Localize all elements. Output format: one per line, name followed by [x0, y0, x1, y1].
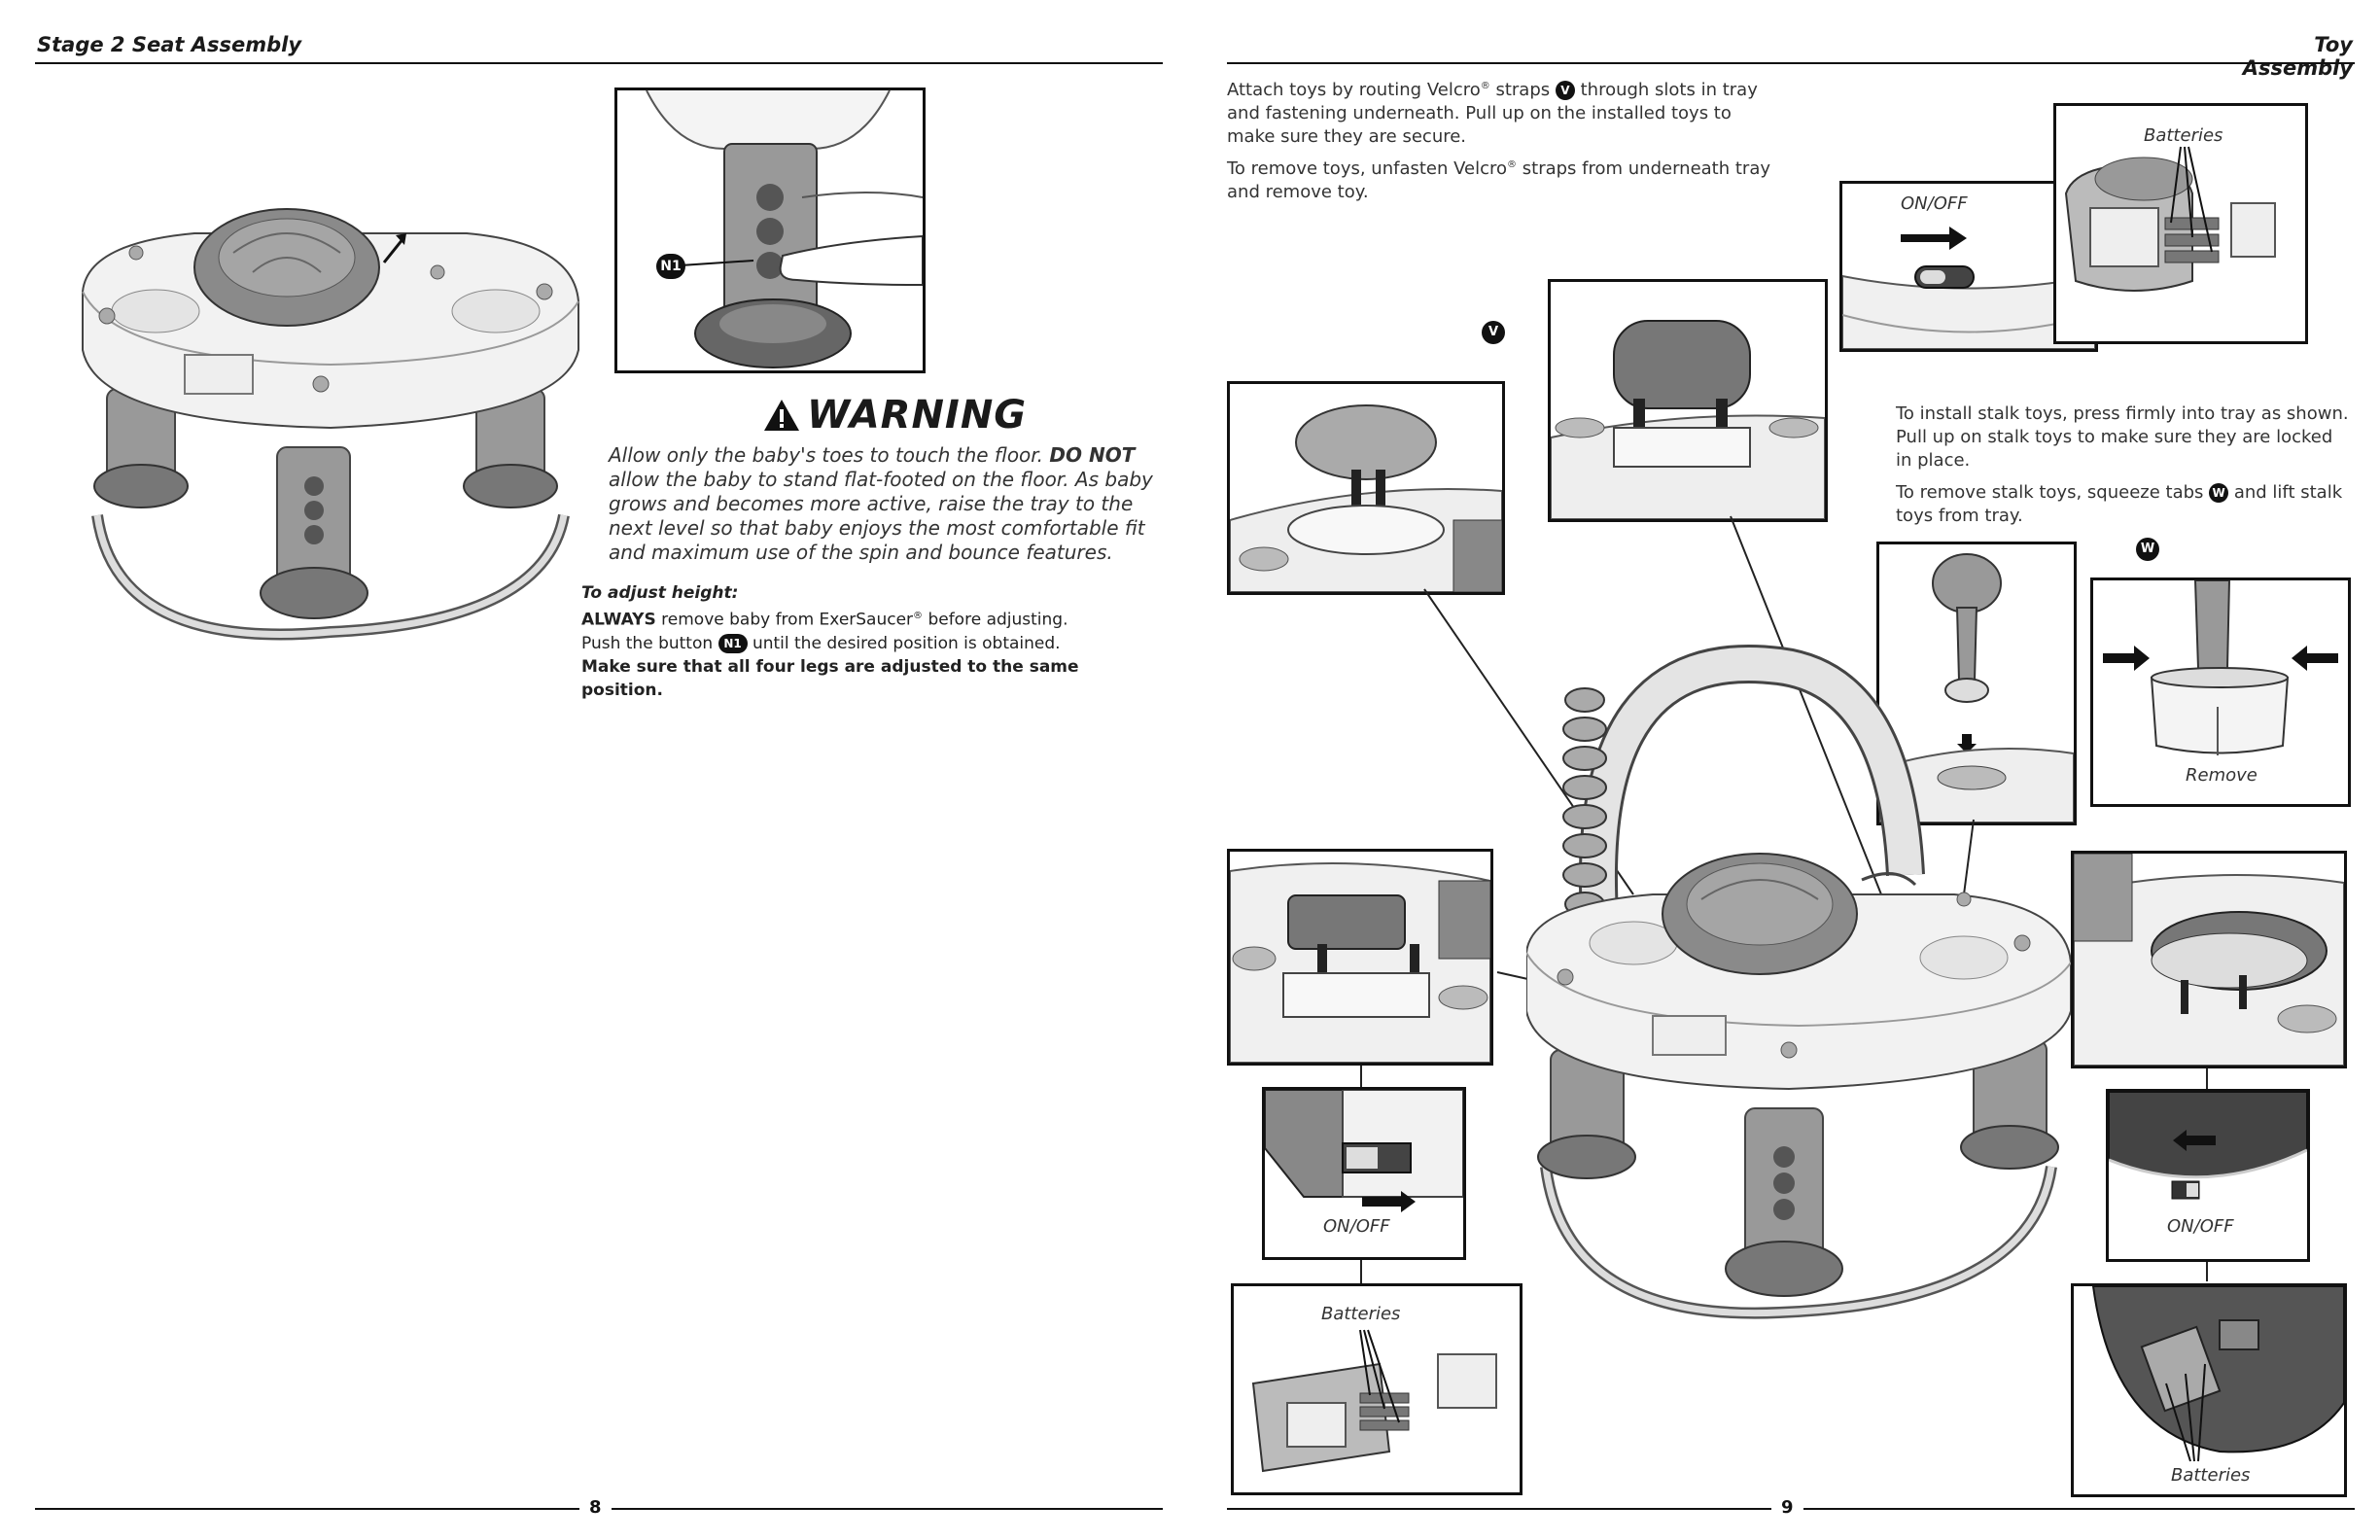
on-off-label-right: ON/OFF — [2167, 1216, 2234, 1237]
right-header-rule — [1227, 62, 2355, 64]
toy-attach-detail-box — [1548, 279, 1828, 522]
tray-toy-detail-box-left — [1227, 849, 1493, 1066]
attach-toys-text: Attach toys by routing Velcro® straps V … — [1227, 80, 1758, 147]
leg-adjust-detail-box: N1 — [614, 88, 926, 373]
callout-n1: N1 — [656, 254, 685, 279]
callout-w: W — [2136, 538, 2159, 561]
badge-w: W — [2209, 483, 2229, 503]
callout-v: V — [1482, 321, 1505, 344]
left-header-rule — [35, 62, 1163, 64]
mirror-toy-detail-box — [1227, 381, 1505, 595]
left-page-number: 8 — [579, 1497, 612, 1518]
warning-text-a: Allow only the baby's toes to touch the … — [609, 443, 1050, 467]
adjust-line-3: Make sure that all four legs are adjuste… — [581, 656, 1079, 700]
adjust-line-1: ALWAYS remove baby from ExerSaucer® befo… — [581, 610, 1068, 630]
exersaucer-illustration-right — [1526, 622, 2071, 1332]
remove-toys-text: To remove toys, unfasten Velcro® straps … — [1227, 158, 1770, 202]
stalk-install-text: To install stalk toys, press firmly into… — [1896, 403, 2349, 471]
warning-text-b: allow the baby to stand flat-footed on t… — [609, 468, 1153, 564]
warning-triangle-icon — [764, 400, 799, 431]
stalk-remove-text: To remove stalk toys, squeeze tabs W and… — [1896, 482, 2343, 526]
stalk-remove-box: Remove — [2090, 578, 2351, 807]
remove-label: Remove — [2186, 765, 2258, 786]
batteries-box-left: Batteries — [1231, 1283, 1522, 1495]
batteries-label-left: Batteries — [1321, 1304, 1401, 1324]
batteries-box-right: Batteries — [2071, 1283, 2347, 1497]
top-batteries-box: Batteries — [2053, 103, 2308, 344]
badge-v: V — [1555, 81, 1575, 100]
right-page-header: Toy Assembly — [2242, 33, 2353, 80]
warning-do-not: DO NOT — [1049, 443, 1136, 467]
batteries-label-right: Batteries — [2171, 1465, 2251, 1486]
exersaucer-illustration-left — [78, 194, 583, 651]
adjust-line-2: Push the button N1 until the desired pos… — [581, 633, 1061, 653]
badge-n1: N1 — [718, 633, 748, 653]
batteries-label-top: Batteries — [2144, 125, 2223, 146]
right-page-number: 9 — [1771, 1497, 1803, 1518]
warning-heading: WARNING — [762, 393, 1027, 438]
on-off-box-right: ON/OFF — [2106, 1089, 2310, 1262]
adjust-height-section: To adjust height: ALWAYS remove baby fro… — [581, 581, 1165, 702]
stalk-install-box — [1876, 542, 2077, 825]
on-off-box-left: ON/OFF — [1262, 1087, 1466, 1260]
left-page-header: Stage 2 Seat Assembly — [37, 33, 302, 56]
on-off-label-left: ON/OFF — [1323, 1216, 1390, 1237]
warning-text: Allow only the baby's toes to touch the … — [609, 443, 1157, 565]
tray-toy-detail-box-right — [2071, 851, 2347, 1068]
adjust-height-heading: To adjust height: — [581, 583, 739, 603]
warning-title: WARNING — [807, 393, 1028, 438]
on-off-label-top: ON/OFF — [1901, 193, 1968, 214]
